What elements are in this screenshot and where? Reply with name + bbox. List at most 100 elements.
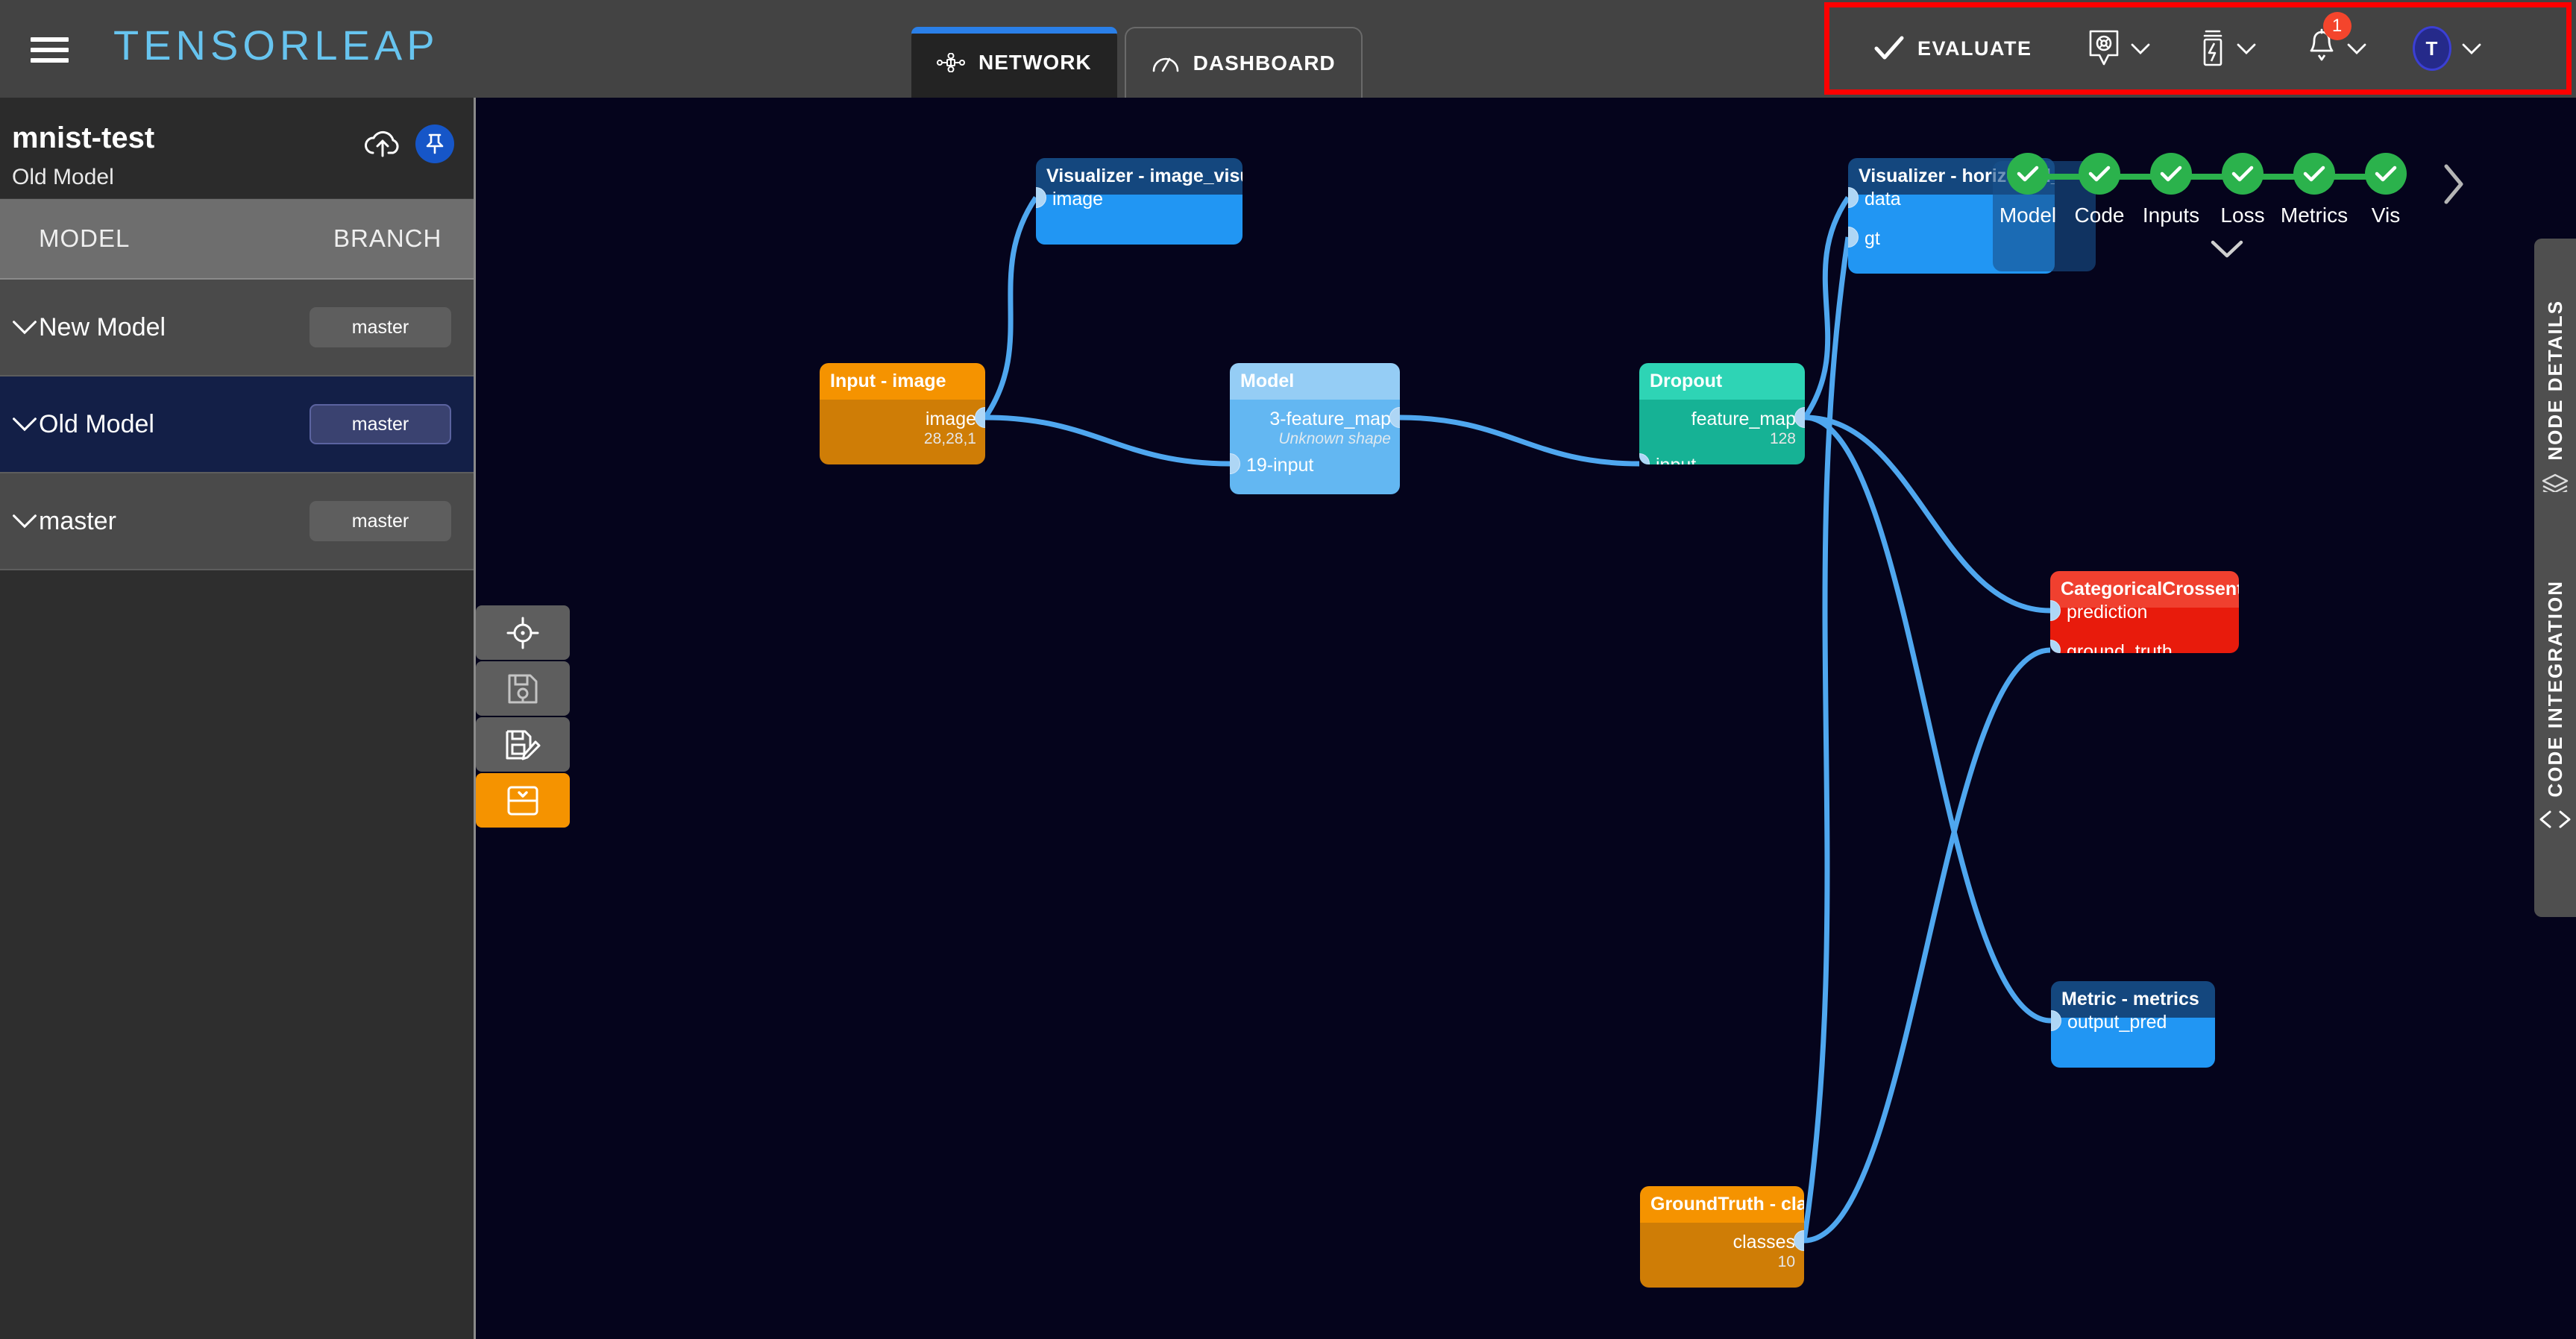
stepper-expand-button[interactable] (2209, 239, 2245, 263)
graph-port-label: gt (1865, 228, 1880, 249)
stepper-step-label: Inputs (2142, 204, 2200, 227)
stepper-step-inputs[interactable]: Inputs (2135, 145, 2207, 227)
stepper-step-label: Vis (2371, 204, 2401, 227)
graph-edge[interactable] (1399, 415, 1640, 467)
graph-port-label: data (1865, 189, 1901, 209)
check-icon (2365, 153, 2407, 195)
tab-dashboard[interactable]: DASHBOARD (1124, 27, 1363, 98)
graph-node-title: Dropout (1639, 363, 1805, 400)
resources-menu-button[interactable] (2199, 28, 2256, 69)
stepper-step-label: Metrics (2280, 204, 2349, 227)
stepper-step-code[interactable]: Code (2064, 145, 2135, 227)
user-menu-button[interactable]: T (2412, 26, 2481, 71)
chevron-down-icon[interactable] (12, 513, 37, 529)
branch-badge[interactable]: master (310, 404, 451, 444)
stepper-step-model[interactable]: Model (1992, 145, 2064, 227)
graph-edge[interactable] (1803, 196, 1850, 419)
notification-badge: 1 (2322, 12, 2352, 40)
panel-code-integration-label: CODE INTEGRATION (2543, 580, 2566, 798)
stepper-step-label: Code (2074, 204, 2125, 227)
check-icon (2222, 153, 2264, 195)
graph-edge[interactable] (983, 196, 1038, 419)
panel-code-integration[interactable]: CODE INTEGRATION (2534, 492, 2576, 917)
chevron-down-icon (2462, 43, 2481, 54)
model-row-old-model[interactable]: Old Model master (0, 377, 474, 473)
left-sidebar: mnist-test Old Model MODEL BRANCH (0, 98, 476, 1339)
graph-port-label: ground_truth (2067, 641, 2173, 653)
stepper-step-loss[interactable]: Loss (2207, 145, 2278, 227)
panel-node-details-label: NODE DETAILS (2543, 300, 2566, 461)
graph-node-loss[interactable]: CategoricalCrossentropypredictionground_… (2050, 571, 2239, 653)
save-disk-icon[interactable] (476, 661, 570, 716)
graph-node-body (2050, 608, 2239, 653)
chevron-down-icon (2211, 240, 2243, 258)
graph-port-label: output_pred (2067, 1012, 2167, 1033)
hamburger-icon[interactable] (31, 37, 69, 63)
pin-icon[interactable] (415, 125, 454, 163)
code-brackets-icon (2539, 810, 2571, 828)
branch-badge[interactable]: master (310, 307, 451, 347)
chevron-down-icon (2237, 43, 2255, 54)
graph-node-groundtruth[interactable]: GroundTruth - classesclasses10 (1640, 1186, 1804, 1288)
graph-port-label: 3-feature_map (1269, 409, 1391, 429)
graph-node-visualizer-image[interactable]: Visualizer - image_visualizerimage (1036, 158, 1243, 245)
graph-port-shape: 28,28,1 (923, 430, 976, 447)
top-right-toolbar: EVALUATE (1824, 2, 2572, 95)
graph-edge[interactable] (1804, 415, 2052, 1024)
save-edit-icon[interactable] (476, 717, 570, 772)
graph-edge[interactable] (984, 415, 1231, 467)
stepper-step-metrics[interactable]: Metrics (2278, 145, 2350, 227)
tab-network-label: NETWORK (978, 51, 1092, 74)
chevron-right-icon (2444, 164, 2463, 204)
graph-port-label: image (925, 409, 976, 429)
top-bar: TENSORLEAP NETWORK DASHBOARD (0, 0, 2576, 98)
column-model: MODEL (39, 224, 131, 252)
crosshair-target-icon[interactable] (476, 605, 570, 660)
chevron-down-icon (2347, 43, 2366, 54)
brand-logo: TENSORLEAP (113, 22, 439, 69)
graph-edge[interactable] (1801, 236, 1851, 1241)
branch-badge[interactable]: master (310, 501, 451, 541)
check-icon (2150, 153, 2192, 195)
tab-network[interactable]: NETWORK (911, 27, 1117, 98)
graph-port-shape: 10 (1777, 1253, 1795, 1270)
chevron-down-icon[interactable] (12, 416, 37, 432)
lightning-battery-icon (2203, 30, 2222, 66)
network-graph-icon (937, 53, 965, 72)
graph-node-body (1036, 195, 1243, 245)
evaluate-label: EVALUATE (1917, 37, 2032, 60)
model-name: New Model (39, 312, 166, 341)
lifebuoy-pin-icon (2089, 30, 2118, 66)
support-menu-button[interactable] (2087, 29, 2150, 68)
model-row-master[interactable]: master master (0, 473, 474, 570)
chevron-down-icon[interactable] (12, 319, 37, 335)
evaluate-button[interactable]: EVALUATE (1874, 36, 2032, 61)
model-row-new-model[interactable]: New Model master (0, 280, 474, 377)
sidebar-empty-area (0, 570, 474, 1339)
project-subtitle: Old Model (12, 165, 114, 189)
notifications-button[interactable]: 1 (2307, 12, 2366, 69)
network-graph-canvas[interactable]: Visualizer - image_visualizerimageInput … (478, 98, 2576, 1339)
stepper-next-button[interactable] (2440, 163, 2467, 214)
graph-node-title: Metric - metrics (2051, 981, 2215, 1018)
graph-port-label: classes (1732, 1232, 1795, 1253)
stepper-progress-line (2028, 174, 2389, 180)
collapse-panel-icon[interactable] (476, 773, 570, 828)
cloud-upload-icon[interactable] (362, 127, 403, 160)
graph-edges (983, 196, 2052, 1244)
graph-node-body (2051, 1018, 2215, 1068)
graph-node-body (1230, 400, 1400, 494)
main-tabs: NETWORK DASHBOARD (911, 27, 1363, 98)
model-name: Old Model (39, 409, 154, 438)
graph-edge[interactable] (1803, 647, 2051, 1244)
stepper-step-vis[interactable]: Vis (2350, 145, 2422, 227)
chevron-down-icon (2131, 43, 2149, 54)
graph-port-label: image (1052, 189, 1104, 209)
graph-edge[interactable] (1804, 415, 2051, 614)
graph-node-body (820, 400, 985, 464)
